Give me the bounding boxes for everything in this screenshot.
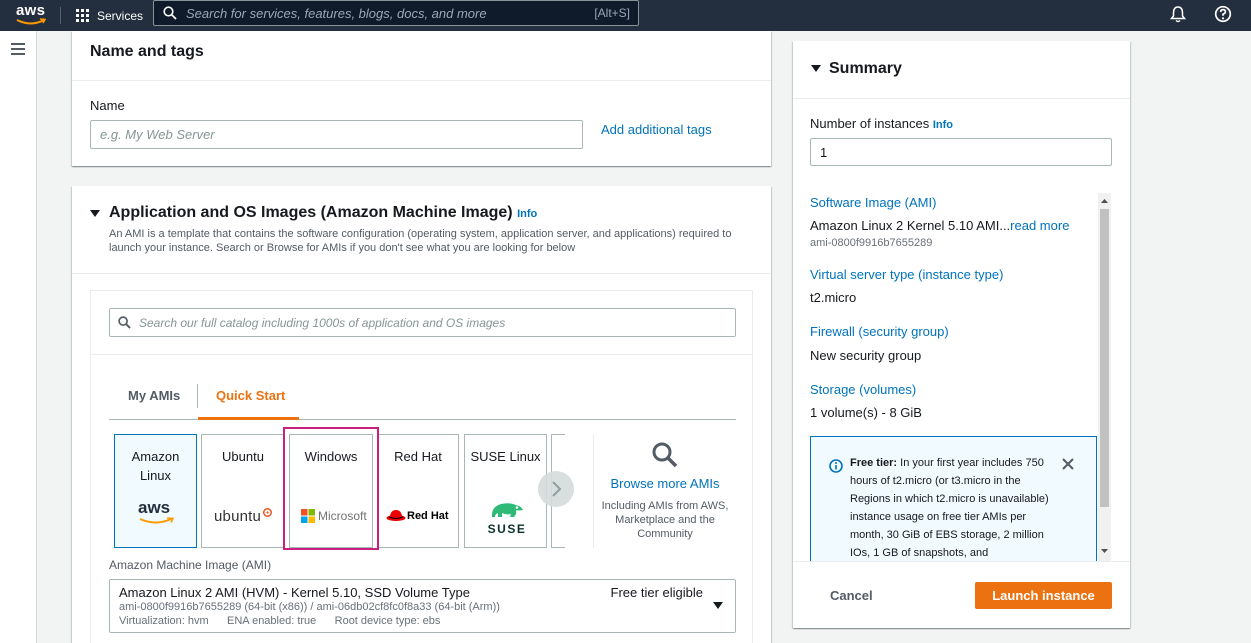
summary-header: Summary	[793, 41, 1130, 99]
ami-select-dropdown[interactable]: Amazon Linux 2 AMI (HVM) - Kernel 5.10, …	[109, 579, 736, 633]
info-icon	[829, 459, 843, 473]
close-icon[interactable]	[1061, 457, 1075, 471]
number-of-instances-input[interactable]: 1	[810, 138, 1112, 166]
chevron-down-icon	[713, 602, 723, 609]
ami-select-label: Amazon Machine Image (AMI)	[109, 558, 272, 572]
scroll-down-icon[interactable]	[1098, 545, 1111, 557]
browse-more-amis-link[interactable]: Browse more AMIs	[610, 476, 720, 491]
aws-logo-text: aws	[16, 2, 46, 19]
tab-quick-start[interactable]: Quick Start	[198, 378, 299, 420]
storage-value: 1 volume(s) - 8 GiB	[810, 405, 922, 420]
software-image-link[interactable]: Software Image (AMI)	[810, 195, 937, 210]
suse-logo-icon: SUSE	[487, 501, 527, 536]
number-of-instances-label: Number of instances Info	[810, 116, 954, 131]
ami-header: Application and OS Images (Amazon Machin…	[72, 186, 771, 274]
nav-divider	[60, 7, 61, 24]
grid-icon	[76, 9, 89, 22]
os-option-windows[interactable]: Windows Microsoft	[289, 434, 373, 548]
ami-selector-container: Search our full catalog including 1000s …	[90, 290, 753, 643]
search-shortcut: [Alt+S]	[594, 6, 630, 20]
instance-type-link[interactable]: Virtual server type (instance type)	[810, 267, 1004, 282]
hamburger-menu-icon[interactable]	[11, 43, 25, 58]
name-and-tags-panel: Name and tags Name e.g. My Web Server Ad…	[72, 31, 771, 166]
read-more-link[interactable]: read more	[1010, 218, 1070, 233]
summary-footer: Cancel Launch instance	[793, 561, 1130, 628]
summary-title: Summary	[829, 60, 902, 77]
free-tier-text: Free tier: In your first year includes 7…	[850, 457, 1049, 559]
search-icon	[118, 316, 131, 329]
add-additional-tags-link[interactable]: Add additional tags	[601, 122, 712, 137]
ami-tabs: My AMIs Quick Start	[109, 378, 736, 420]
security-group-link[interactable]: Firewall (security group)	[810, 324, 949, 339]
tab-divider	[197, 384, 198, 408]
microsoft-logo-icon: Microsoft	[301, 509, 367, 523]
aws-logo-icon: aws	[137, 498, 177, 527]
tab-my-amis[interactable]: My AMIs	[128, 388, 181, 403]
os-option-label: Red Hat	[394, 449, 442, 464]
divider	[593, 434, 594, 548]
instances-value: 1	[820, 145, 828, 160]
ami-catalog-search-input[interactable]: Search our full catalog including 1000s …	[109, 308, 736, 337]
os-option-red-hat[interactable]: Red Hat Red Hat	[377, 434, 459, 548]
bell-icon[interactable]	[1170, 5, 1186, 23]
summary-panel: Summary Number of instances Info 1 Softw…	[793, 41, 1130, 628]
os-option-label: SUSE Linux	[470, 449, 541, 464]
ami-panel: Application and OS Images (Amazon Machin…	[72, 186, 771, 643]
ami-info-link[interactable]: Info	[517, 208, 538, 220]
divider	[91, 354, 752, 355]
ami-search-placeholder: Search our full catalog including 1000s …	[139, 316, 506, 330]
summary-details: Software Image (AMI) Amazon Linux 2 Kern…	[793, 193, 1130, 561]
ubuntu-logo-icon: ubuntu	[214, 507, 273, 525]
help-icon[interactable]	[1214, 5, 1232, 23]
top-navigation: aws Services Search for services, featur…	[0, 0, 1251, 31]
instances-info-link[interactable]: Info	[932, 119, 954, 131]
global-search-input[interactable]: Search for services, features, blogs, do…	[153, 0, 639, 26]
scroll-up-icon[interactable]	[1098, 195, 1111, 207]
software-image-value: Amazon Linux 2 Kernel 5.10 AMI...read mo…	[810, 218, 1070, 233]
selected-ami-meta: Virtualization: hvm ENA enabled: true Ro…	[119, 615, 441, 627]
free-tier-alert: Free tier: In your first year includes 7…	[810, 436, 1097, 561]
collapse-caret-icon[interactable]	[811, 65, 821, 72]
os-option-ubuntu[interactable]: Ubuntu ubuntu	[201, 434, 285, 548]
software-image-id: ami-0800f9916b7655289	[810, 237, 933, 249]
search-icon	[652, 442, 678, 468]
free-tier-badge: Free tier eligible	[610, 585, 704, 600]
windows-highlight-box	[283, 427, 379, 550]
search-icon	[163, 6, 177, 20]
ami-title-text: Application and OS Images (Amazon Machin…	[109, 204, 513, 221]
search-placeholder: Search for services, features, blogs, do…	[186, 6, 487, 21]
browse-more-amis[interactable]: Browse more AMIs Including AMIs from AWS…	[601, 441, 729, 541]
next-options-button[interactable]	[538, 471, 574, 507]
storage-link[interactable]: Storage (volumes)	[810, 382, 917, 397]
summary-scrollbar[interactable]	[1098, 193, 1111, 561]
selected-ami-title: Amazon Linux 2 AMI (HVM) - Kernel 5.10, …	[119, 585, 470, 600]
ami-title: Application and OS Images (Amazon Machin…	[109, 204, 537, 222]
os-option-label: Windows	[304, 449, 358, 464]
side-navigation-rail	[0, 31, 37, 643]
launch-instance-button[interactable]: Launch instance	[975, 582, 1112, 609]
red-hat-logo-icon: Red Hat	[386, 508, 449, 523]
instance-type-value: t2.micro	[810, 290, 857, 305]
name-placeholder: e.g. My Web Server	[100, 127, 215, 142]
scrollbar-thumb[interactable]	[1100, 209, 1109, 507]
os-option-label: Ubuntu	[222, 449, 264, 464]
os-option-suse-linux[interactable]: SUSE Linux SUSE	[464, 434, 547, 548]
ami-description: An AMI is a template that contains the s…	[109, 228, 732, 254]
name-input[interactable]: e.g. My Web Server	[90, 120, 583, 149]
selected-ami-ids: ami-0800f9916b7655289 (64-bit (x86)) / a…	[119, 601, 500, 613]
name-label: Name	[90, 98, 125, 113]
services-label: Services	[97, 8, 144, 23]
security-group-value: New security group	[810, 348, 922, 363]
name-and-tags-title: Name and tags	[72, 31, 771, 81]
collapse-caret-icon[interactable]	[90, 210, 100, 217]
browse-more-amis-description: Including AMIs from AWS, Marketplace and…	[601, 500, 729, 540]
aws-logo[interactable]: aws	[14, 2, 48, 28]
services-menu-button[interactable]: Services	[76, 0, 143, 31]
aws-smile-icon	[16, 18, 46, 25]
chevron-right-icon	[552, 481, 562, 497]
cancel-button[interactable]: Cancel	[830, 588, 873, 603]
